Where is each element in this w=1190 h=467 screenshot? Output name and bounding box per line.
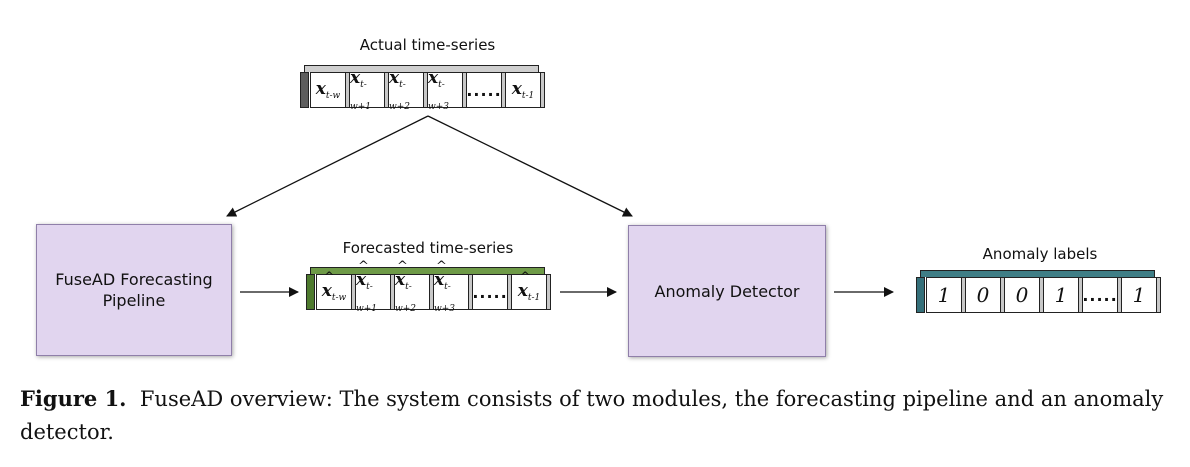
strip-cap [916, 277, 925, 313]
actual-cell-3: xt-w+3 [427, 68, 467, 112]
strip-top [310, 267, 545, 274]
strip-top [304, 65, 539, 72]
arrow-actual-to-detector [427, 115, 633, 217]
forecasting-pipeline-box: FuseAD Forecasting Pipeline [36, 224, 232, 356]
actual-cell-4: ..... [466, 72, 506, 108]
anomaly-cell-3: 1 [1043, 277, 1083, 313]
strip-cap [300, 72, 309, 108]
forecasting-box-line2: Pipeline [102, 291, 166, 310]
caption-text: FuseAD overview: The system consists of … [20, 387, 1164, 444]
anomaly-detector-label: Anomaly Detector [654, 281, 800, 301]
forecast-cell-4: ..... [472, 274, 512, 310]
forecast-series-strip: xt-w xt-w+1 xt-w+2 xt-w+3 ..... xt-1 [306, 259, 551, 314]
anomaly-labels-title: Anomaly labels [982, 245, 1098, 263]
anomaly-cell-0: 1 [926, 277, 966, 313]
strip-top [920, 270, 1155, 277]
forecast-cell-3: xt-w+3 [433, 259, 473, 314]
actual-series-title: Actual time-series [359, 36, 496, 54]
anomaly-cell-5: 1 [1121, 277, 1161, 313]
anomaly-cell-1: 0 [965, 277, 1005, 313]
forecasting-box-line1: FuseAD Forecasting [55, 270, 213, 289]
figure-label: Figure 1. [20, 386, 127, 411]
arrow-actual-to-forecasting [226, 115, 429, 217]
forecast-cell-2: xt-w+2 [394, 259, 434, 314]
forecast-series-title: Forecasted time-series [342, 239, 514, 257]
anomaly-cell-4: ..... [1082, 277, 1122, 313]
forecast-cell-1: xt-w+1 [355, 259, 395, 314]
actual-cell-2: xt-w+2 [388, 68, 428, 112]
forecast-cell-5: xt-1 [511, 270, 551, 310]
forecast-cell-0: xt-w [316, 270, 356, 310]
strip-cap [306, 274, 315, 310]
anomaly-cell-2: 0 [1004, 277, 1044, 313]
actual-series-strip: xt-w xt-w+1 xt-w+2 xt-w+3 ..... xt-1 [300, 65, 545, 112]
figure-caption: Figure 1. FuseAD overview: The system co… [20, 382, 1170, 449]
actual-cell-1: xt-w+1 [349, 68, 389, 112]
actual-cell-5: xt-1 [505, 72, 545, 108]
arrows-layer [226, 115, 894, 297]
anomaly-detector-box: Anomaly Detector [628, 225, 826, 357]
actual-cell-0: xt-w [310, 72, 350, 108]
anomaly-labels-strip: 1 0 0 1 ..... 1 [916, 270, 1161, 313]
